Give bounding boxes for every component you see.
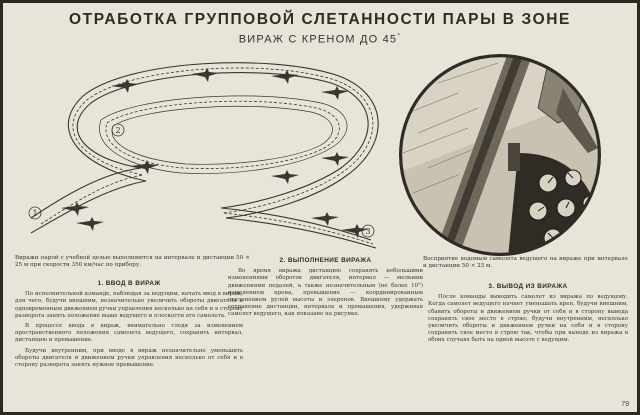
page-number: 79 — [621, 401, 629, 408]
svg-text:1: 1 — [32, 209, 37, 218]
aircraft-group — [61, 68, 369, 238]
section-execution: 2. ВЫПОЛНЕНИЕ ВИРАЖА Во время виража дис… — [228, 255, 423, 319]
marker-1: 1 — [28, 206, 42, 220]
poster-subtitle: ВИРАЖ С КРЕНОМ ДО 45° — [3, 33, 637, 46]
marker-3: 3 — [361, 224, 375, 238]
svg-text:3: 3 — [365, 227, 370, 236]
section-execution-paragraph-1: Во время виража дистанцию сохранять небо… — [228, 268, 423, 318]
section-exit-header: 3. ВЫВОД ИЗ ВИРАЖА — [488, 283, 568, 290]
svg-text:2: 2 — [115, 126, 120, 135]
cockpit-view-illustration — [399, 54, 601, 256]
marker-2: 2 — [111, 123, 125, 137]
right-caption: Восприятие ведомым самолета ведущего на … — [423, 256, 628, 270]
poster-title: ОТРАБОТКА ГРУППОВОЙ СЛЕТАННОСТИ ПАРЫ В З… — [69, 11, 571, 28]
section-entry-header: 1. ВВОД В ВИРАЖ — [97, 280, 161, 287]
poster-sheet: ОТРАБОТКА ГРУППОВОЙ СЛЕТАННОСТИ ПАРЫ В З… — [3, 3, 637, 412]
left-caption: Виражи парой с учебной целью выполняются… — [15, 255, 250, 269]
section-exit: 3. ВЫВОД ИЗ ВИРАЖА После команды выводит… — [428, 281, 628, 345]
section-entry: 1. ВВОД В ВИРАЖ По исполнительной команд… — [15, 278, 243, 369]
section-entry-paragraph-2: В процессе ввода в вираж, внимательно сл… — [15, 323, 243, 344]
subtitle-text: ВИРАЖ С КРЕНОМ ДО 45 — [238, 33, 398, 46]
section-exit-paragraph-1: После команды выводить самолет из виража… — [428, 294, 628, 344]
section-execution-header: 2. ВЫПОЛНЕНИЕ ВИРАЖА — [279, 257, 372, 264]
section-entry-paragraph-1: По исполнительной команде, наблюдая за в… — [15, 291, 243, 319]
section-entry-paragraph-3: Будучи внутренним, при вводе в вираж нез… — [15, 347, 243, 369]
banking-turn-illustration: 1 2 3 — [28, 62, 379, 249]
subtitle-degree: ° — [397, 33, 402, 40]
